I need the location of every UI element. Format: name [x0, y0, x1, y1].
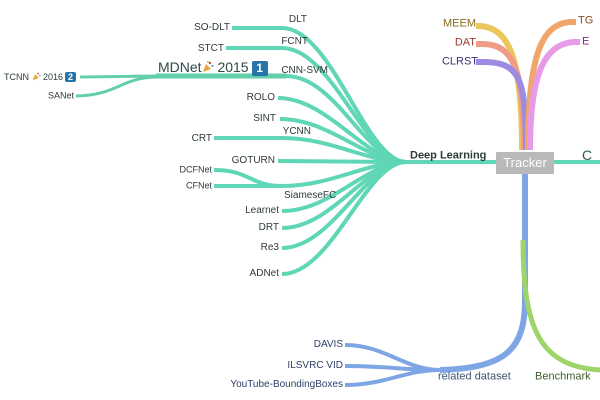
node-goturn[interactable]: GOTURN — [231, 155, 275, 166]
dataset-stem — [439, 174, 528, 373]
node-youtube-boundingboxes[interactable]: YouTube-BoundingBoxes — [230, 379, 343, 390]
branch-benchmark[interactable]: Benchmark — [535, 370, 591, 383]
node-stct[interactable]: STCT — [197, 43, 224, 54]
node-ycnn[interactable]: YCNN — [282, 126, 311, 137]
e-link — [527, 39, 580, 151]
youtube-boundingboxes-link — [344, 368, 441, 387]
node-cnn-svm[interactable]: CNN-SVM — [281, 65, 328, 76]
ycnn-link — [281, 136, 407, 164]
node-ilsvrc-vid[interactable]: ILSVRC VID — [287, 360, 343, 371]
tcnn-year: 2016 — [43, 72, 64, 82]
node-dlt[interactable]: DLT — [288, 14, 307, 25]
node-clrst[interactable]: CLRST — [441, 55, 478, 68]
deep-learning-links — [277, 26, 407, 276]
node-cfnet[interactable]: CFNet — [185, 180, 212, 191]
node-drt[interactable]: DRT — [258, 222, 279, 233]
node-fcnt[interactable]: FCNT — [281, 36, 308, 47]
party-popper-icon — [202, 61, 214, 72]
node-tg[interactable]: TG — [578, 14, 594, 27]
node-e[interactable]: E — [582, 35, 590, 48]
node-adnet[interactable]: ADNet — [249, 268, 279, 279]
mdnet-badge: 1 — [251, 61, 268, 76]
party-popper-icon — [32, 72, 41, 81]
node-rolo[interactable]: ROLO — [246, 92, 275, 103]
node-dat[interactable]: DAT — [454, 36, 476, 49]
branch-right-edge[interactable]: C — [582, 147, 593, 163]
node-dcfnet[interactable]: DCFNet — [179, 164, 212, 175]
mdnet-label: MDNet — [158, 59, 202, 75]
mdnet-year: 2015 — [217, 59, 249, 75]
tcnn-link — [79, 74, 157, 79]
node-re3[interactable]: Re3 — [260, 242, 279, 253]
sanet-link — [75, 75, 157, 98]
tcnn-badge: 2 — [65, 72, 77, 82]
root-node-tracker[interactable]: Tracker — [496, 152, 554, 174]
dcfnet-link — [213, 168, 283, 188]
dataset-links — [344, 343, 441, 387]
benchmark-link — [520, 239, 600, 373]
dlt-link — [281, 26, 407, 164]
node-crt[interactable]: CRT — [191, 133, 212, 144]
branch-deep-learning[interactable]: Deep Learning — [410, 149, 487, 162]
node-so-dlt[interactable]: SO-DLT — [194, 22, 230, 33]
branch-related-dataset[interactable]: related dataset — [438, 370, 511, 383]
adnet-link — [281, 160, 407, 276]
node-meem[interactable]: MEEM — [443, 17, 476, 30]
node-learnet[interactable]: Learnet — [245, 205, 279, 216]
node-sint[interactable]: SINT — [253, 113, 276, 124]
node-siamesefc[interactable]: SiameseFC — [284, 190, 337, 201]
node-davis[interactable]: DAVIS — [313, 339, 343, 350]
node-sanet[interactable]: SANet — [47, 90, 74, 101]
tcnn-label: TCNN — [4, 72, 29, 82]
